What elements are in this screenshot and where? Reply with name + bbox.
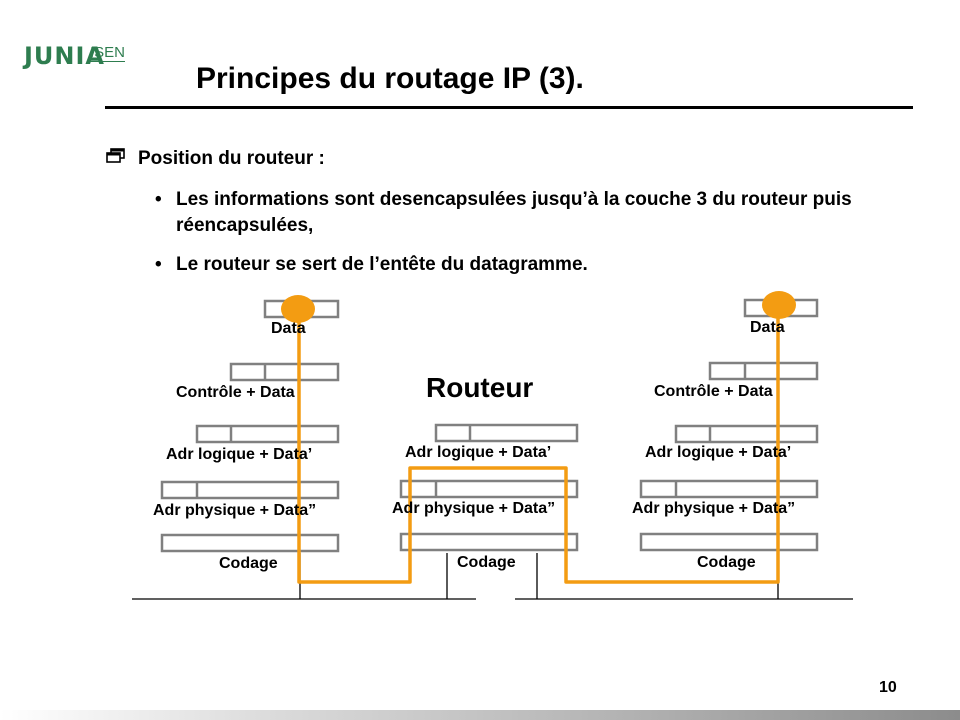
layer-box-codage-left <box>160 533 340 553</box>
page-number: 10 <box>879 679 897 696</box>
data-path-end-dot <box>762 291 796 319</box>
label-adr-physique-left: Adr physique + Data” <box>153 502 317 519</box>
bullet-text: Le routeur se sert de l’entête du datagr… <box>176 254 588 275</box>
label-adr-physique-right: Adr physique + Data” <box>632 500 796 517</box>
data-path-start-dot <box>281 295 315 323</box>
layer-box-adr-physique-right <box>639 479 819 499</box>
label-controle-right: Contrôle + Data <box>654 383 773 400</box>
footer-gradient-bar <box>0 710 960 720</box>
label-data-left: Data <box>271 320 306 337</box>
bullet-dot: • <box>155 189 162 210</box>
section-label: Position du routeur : <box>138 148 325 170</box>
section-heading: Position du routeur : <box>106 148 325 170</box>
label-codage-left: Codage <box>219 555 278 572</box>
layer-box-adr-logique-router <box>434 423 579 443</box>
label-adr-logique-right: Adr logique + Data’ <box>645 444 792 461</box>
title-underline <box>105 106 913 109</box>
label-codage-right: Codage <box>697 554 756 571</box>
layer-box-codage-router <box>399 532 579 552</box>
label-codage-router: Codage <box>457 554 516 571</box>
layer-box-adr-physique-router <box>399 479 579 499</box>
layer-box-controle-right <box>708 361 819 381</box>
label-data-right: Data <box>750 319 785 336</box>
logo-mark: JUNIA <box>24 42 106 70</box>
window-icon <box>106 148 128 170</box>
layer-box-controle-left <box>229 362 340 382</box>
label-controle-left: Contrôle + Data <box>176 384 295 401</box>
router-title: Routeur <box>426 372 534 403</box>
slide-title: Principes du routage IP (3). <box>196 62 584 95</box>
layer-box-adr-logique-right <box>674 424 819 444</box>
label-adr-physique-router: Adr physique + Data” <box>392 500 556 517</box>
data-path <box>297 305 780 584</box>
layer-box-adr-logique-left <box>195 424 340 444</box>
bullet-dot: • <box>155 254 162 275</box>
bullet-text: Les informations sont desencapsulées jus… <box>176 189 852 236</box>
layer-box-adr-physique-left <box>160 480 340 500</box>
label-adr-logique-left: Adr logique + Data’ <box>166 446 313 463</box>
label-adr-logique-router: Adr logique + Data’ <box>405 444 552 461</box>
junia-isen-logo: JUNIA ISEN <box>24 40 134 74</box>
layer-box-codage-right <box>639 532 819 552</box>
logo-sub: ISEN <box>90 44 126 62</box>
